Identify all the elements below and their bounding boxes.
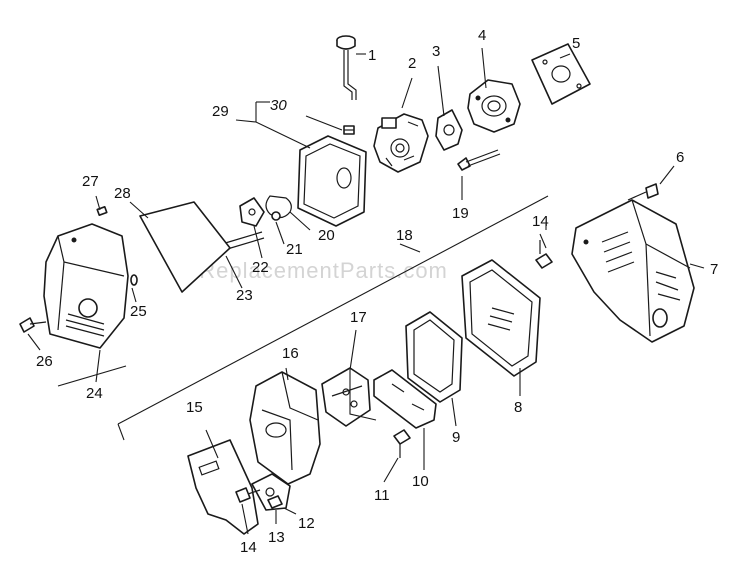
divider-line [117,195,549,425]
part-30-nut[interactable] [343,125,355,135]
callout-6: 6 [676,149,684,166]
callout-19: 19 [452,205,469,222]
callout-14-lower: 14 [240,539,257,556]
part-2-carburetor[interactable] [373,113,429,173]
callout-9: 9 [452,429,460,446]
part-22-choke-plate[interactable] [239,197,265,227]
callout-24: 24 [86,385,103,402]
part-13-screw[interactable] [267,495,283,509]
part-14-screw-lower[interactable] [235,487,261,503]
callout-29: 29 [212,103,229,120]
part-21-washer[interactable] [271,211,281,221]
callout-labels: 1 2 3 4 5 6 7 8 9 10 11 12 13 14 14 15 1… [36,27,718,556]
part-11-bolt[interactable] [393,429,411,458]
part-20-clip[interactable] [265,195,292,219]
callout-15: 15 [186,399,203,416]
part-29-air-filter-base[interactable] [297,135,367,227]
callout-28: 28 [114,185,131,202]
callout-18: 18 [396,227,413,244]
part-10-baffle[interactable] [373,369,437,429]
callout-8: 8 [514,399,522,416]
part-27-plug[interactable] [96,206,108,216]
callout-17: 17 [350,309,367,326]
part-8-muffler-body[interactable] [461,259,541,377]
callout-16: 16 [282,345,299,362]
part-9-muffler-gasket[interactable] [405,311,463,403]
part-24-air-filter-cover[interactable] [43,223,129,349]
part-14-screw-upper[interactable] [535,240,553,269]
callout-4: 4 [478,27,486,44]
callout-1: 1 [368,47,376,64]
callout-26: 26 [36,353,53,370]
part-25-grommet[interactable] [130,274,138,286]
callout-12: 12 [298,515,315,532]
callout-20: 20 [318,227,335,244]
part-1-choke-knob[interactable] [336,35,357,100]
part-19-screw[interactable] [457,149,501,171]
callout-11: 11 [374,487,390,504]
divider-line-tick [117,423,125,441]
part-7-muffler-cover[interactable] [571,199,695,343]
part-15-heat-shield[interactable] [187,439,259,535]
callout-13: 13 [268,529,285,546]
part-5-insulator-gasket[interactable] [531,43,591,105]
callout-30: 30 [270,97,287,114]
callout-22: 22 [252,259,269,276]
part-16-muffler-housing[interactable] [249,371,321,485]
callout-2: 2 [408,55,416,72]
part-26-screw[interactable] [19,317,47,333]
part-4-intake-adapter[interactable] [467,79,521,133]
callout-23: 23 [236,287,253,304]
callout-7: 7 [710,261,718,278]
part-17-spark-arrestor[interactable] [321,367,371,427]
callout-21: 21 [286,241,303,258]
part-3-carburetor-gasket[interactable] [435,109,463,151]
callout-3: 3 [432,43,440,60]
leader-lines [27,47,705,535]
callout-10: 10 [412,473,429,490]
callout-25: 25 [130,303,147,320]
part-28-air-filter[interactable] [139,201,231,293]
part-6-screw[interactable] [627,183,659,201]
callout-27: 27 [82,173,99,190]
callout-14-upper: 14 [532,213,549,230]
callout-5: 5 [572,35,580,52]
